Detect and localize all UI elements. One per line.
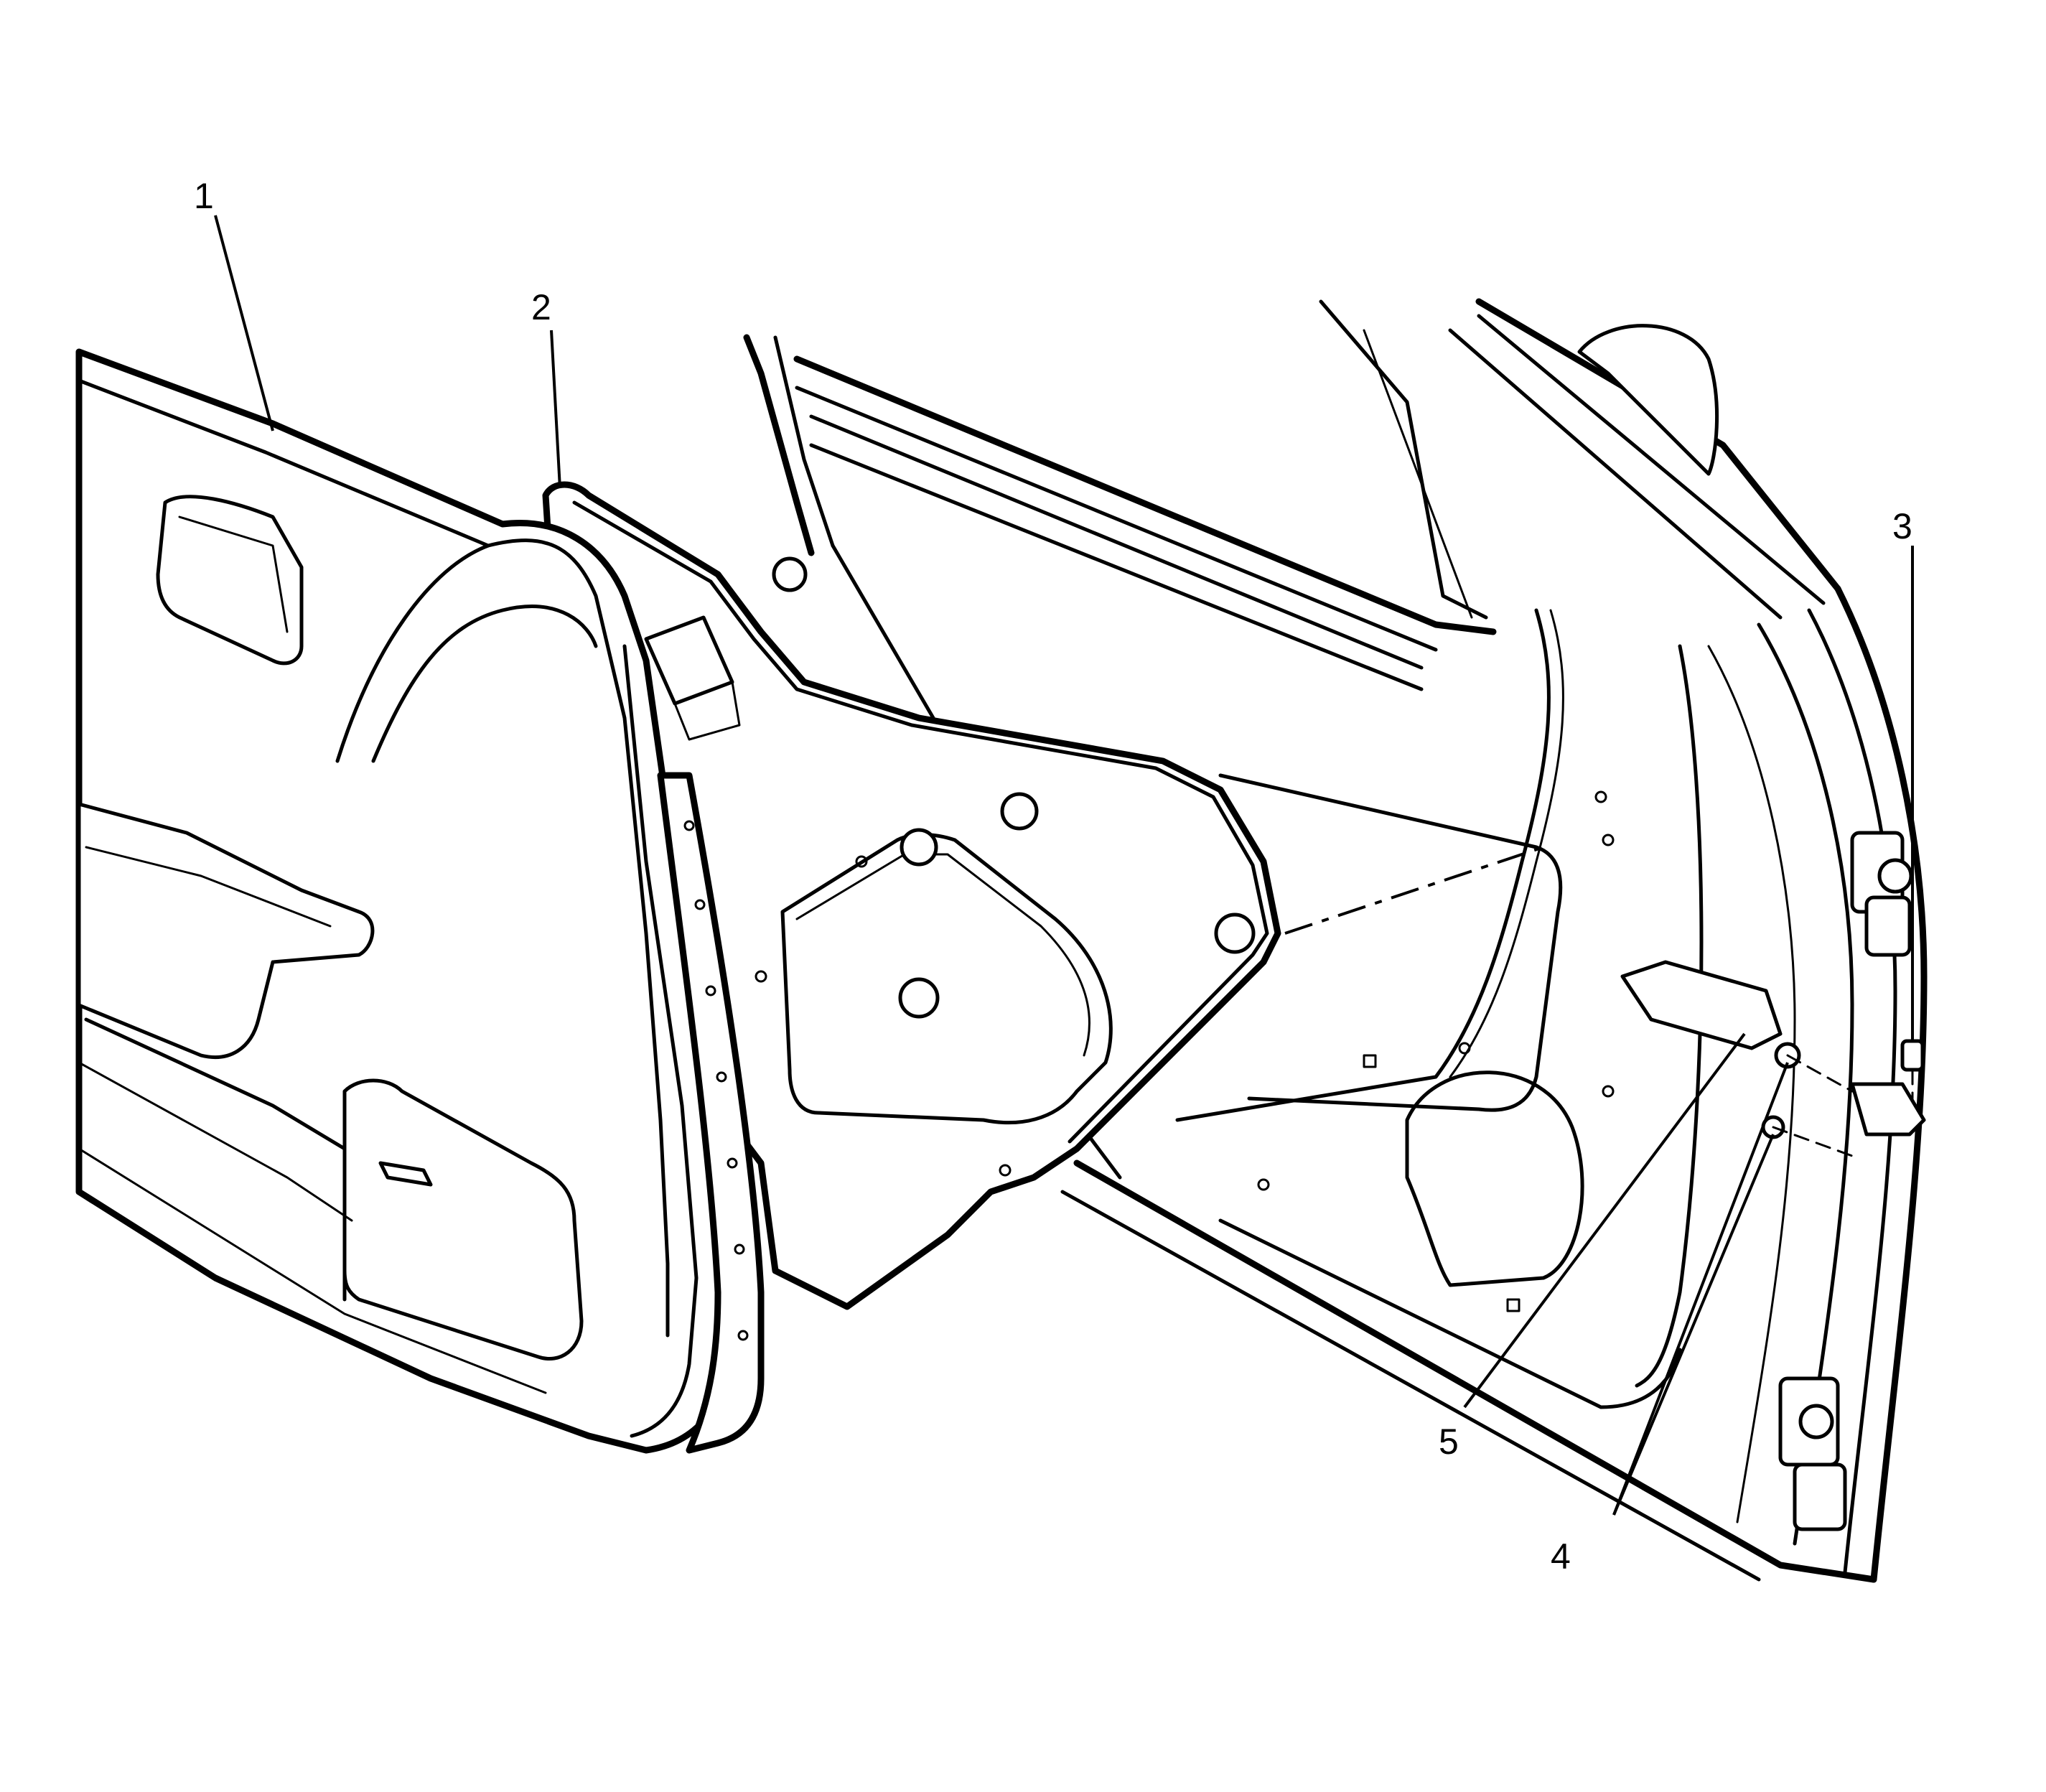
door-trim-panel [75,348,736,1454]
callout-3: 3 [1892,506,1912,546]
callout-1: 1 [194,176,214,216]
wiring-harness-bracket [1620,960,1926,1157]
lower-hinge [1778,1376,1847,1531]
callout-2: 2 [531,287,551,327]
trim-retainer-strip [657,772,765,1454]
callout-leaders [214,215,1914,1516]
callout-4: 4 [1551,1536,1571,1577]
callout-labels: 1 2 3 4 5 [194,176,1912,1577]
door-inner-panel [743,298,1928,1583]
callout-5: 5 [1439,1422,1459,1462]
upper-hinge [1850,831,1913,957]
